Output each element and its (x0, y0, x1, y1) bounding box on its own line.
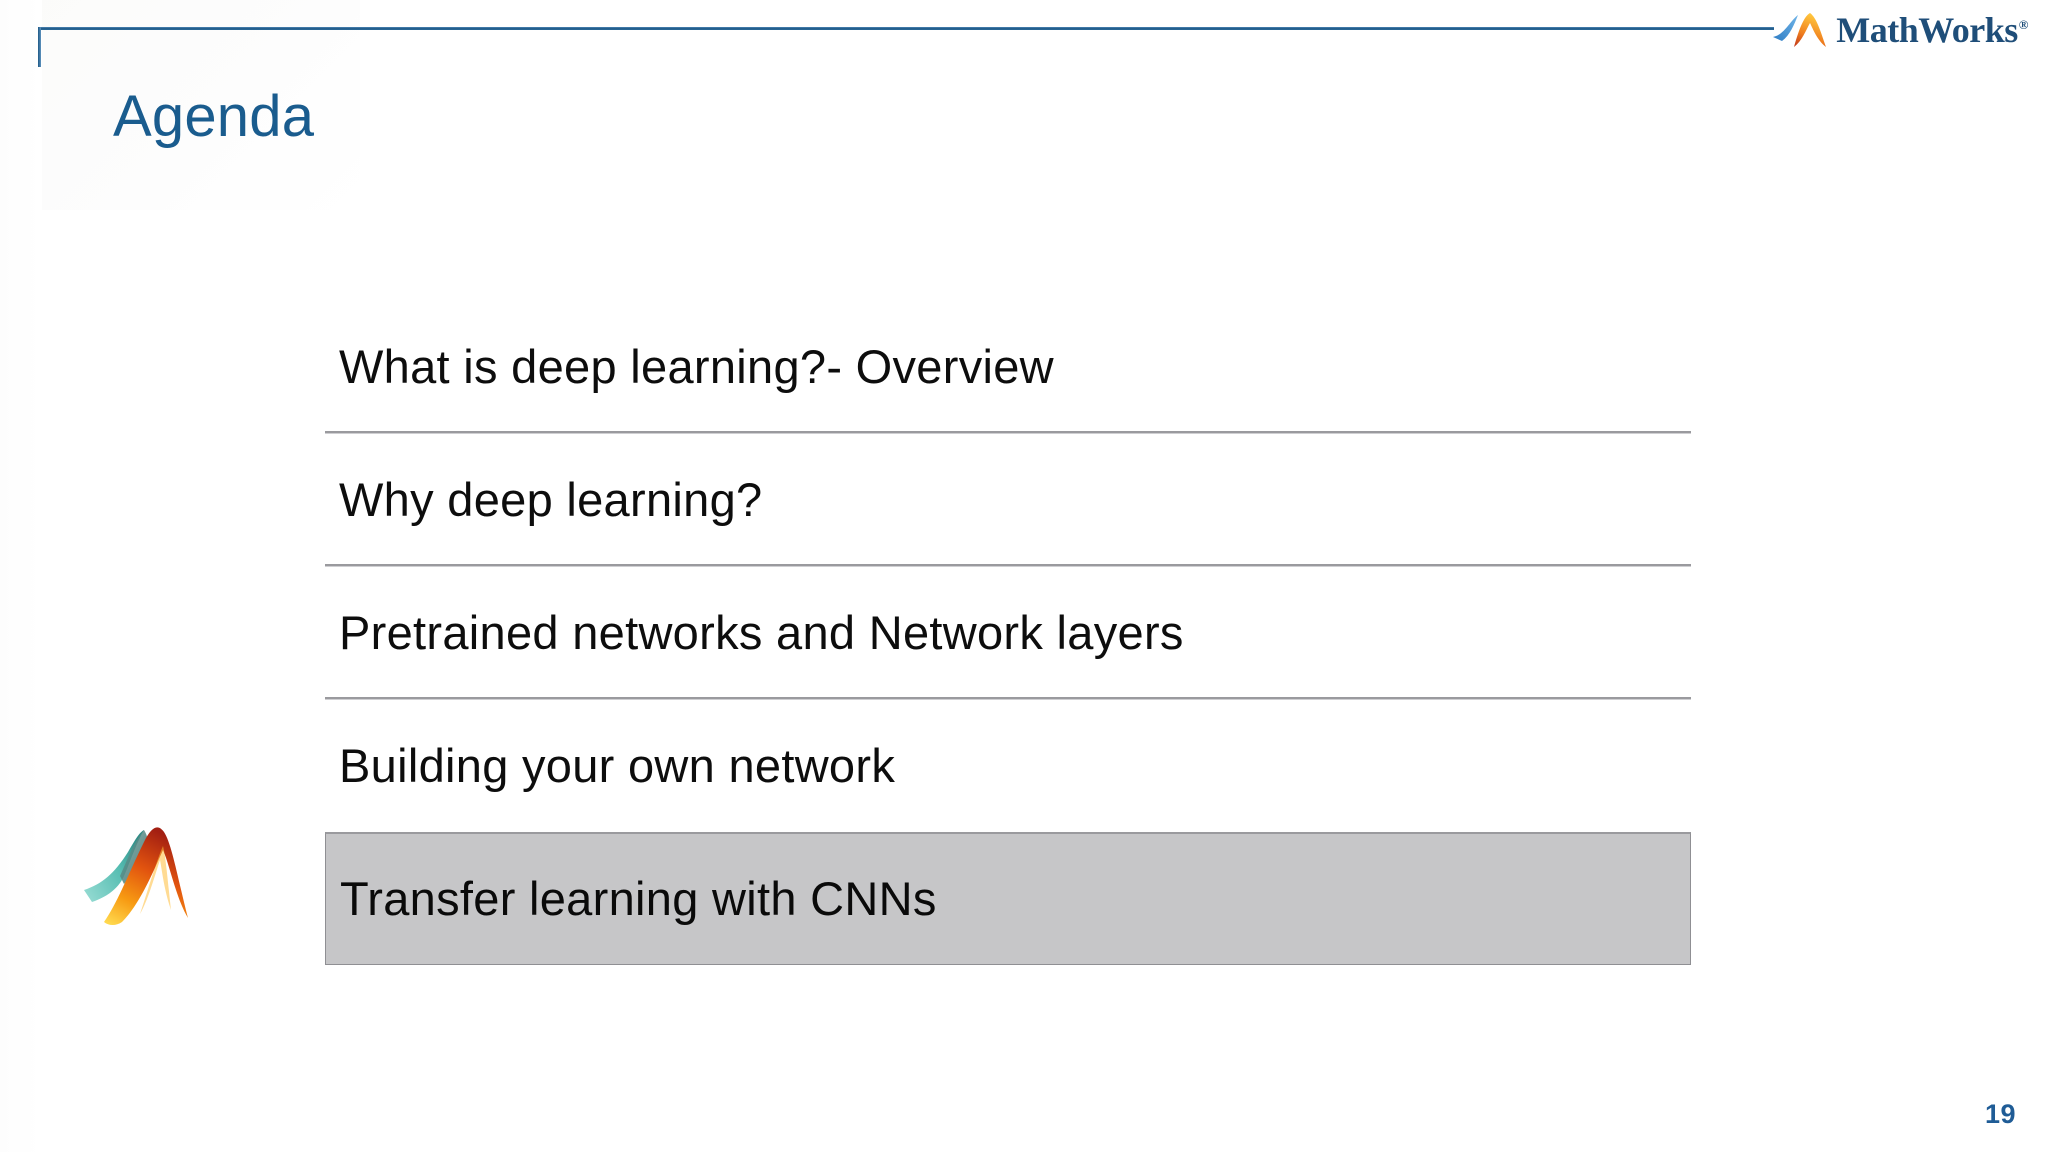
agenda-item-label: Pretrained networks and Network layers (339, 605, 1184, 659)
agenda-item-transfer-learning-with-cnns[interactable]: Transfer learning with CNNs (325, 832, 1691, 965)
matlab-membrane-icon (84, 827, 188, 925)
mathworks-membrane-mark-icon (1773, 13, 1827, 47)
agenda-item-building-your-own-network[interactable]: Building your own network (325, 699, 1691, 832)
agenda-item-pretrained-networks[interactable]: Pretrained networks and Network layers (325, 566, 1691, 699)
mathworks-logo: MathWorks® (1772, 6, 2029, 54)
header-rule-horizontal (38, 27, 1774, 30)
page-title: Agenda (113, 84, 315, 149)
agenda-list: What is deep learning?- Overview Why dee… (325, 300, 1691, 965)
header-rule-vertical-tick (38, 27, 41, 67)
agenda-item-label: Why deep learning? (339, 472, 763, 526)
agenda-item-label: What is deep learning?- Overview (339, 339, 1054, 393)
page-number: 19 (1984, 1099, 2016, 1129)
agenda-item-label: Building your own network (339, 738, 896, 792)
registered-trademark-icon: ® (2018, 17, 2029, 32)
agenda-item-label: Transfer learning with CNNs (340, 872, 937, 926)
agenda-item-why-deep-learning[interactable]: Why deep learning? (325, 433, 1691, 566)
agenda-item-what-is-deep-learning[interactable]: What is deep learning?- Overview (325, 300, 1691, 433)
mathworks-wordmark: MathWorks® (1836, 10, 2029, 50)
background-wash-left-edge (0, 0, 42, 1152)
